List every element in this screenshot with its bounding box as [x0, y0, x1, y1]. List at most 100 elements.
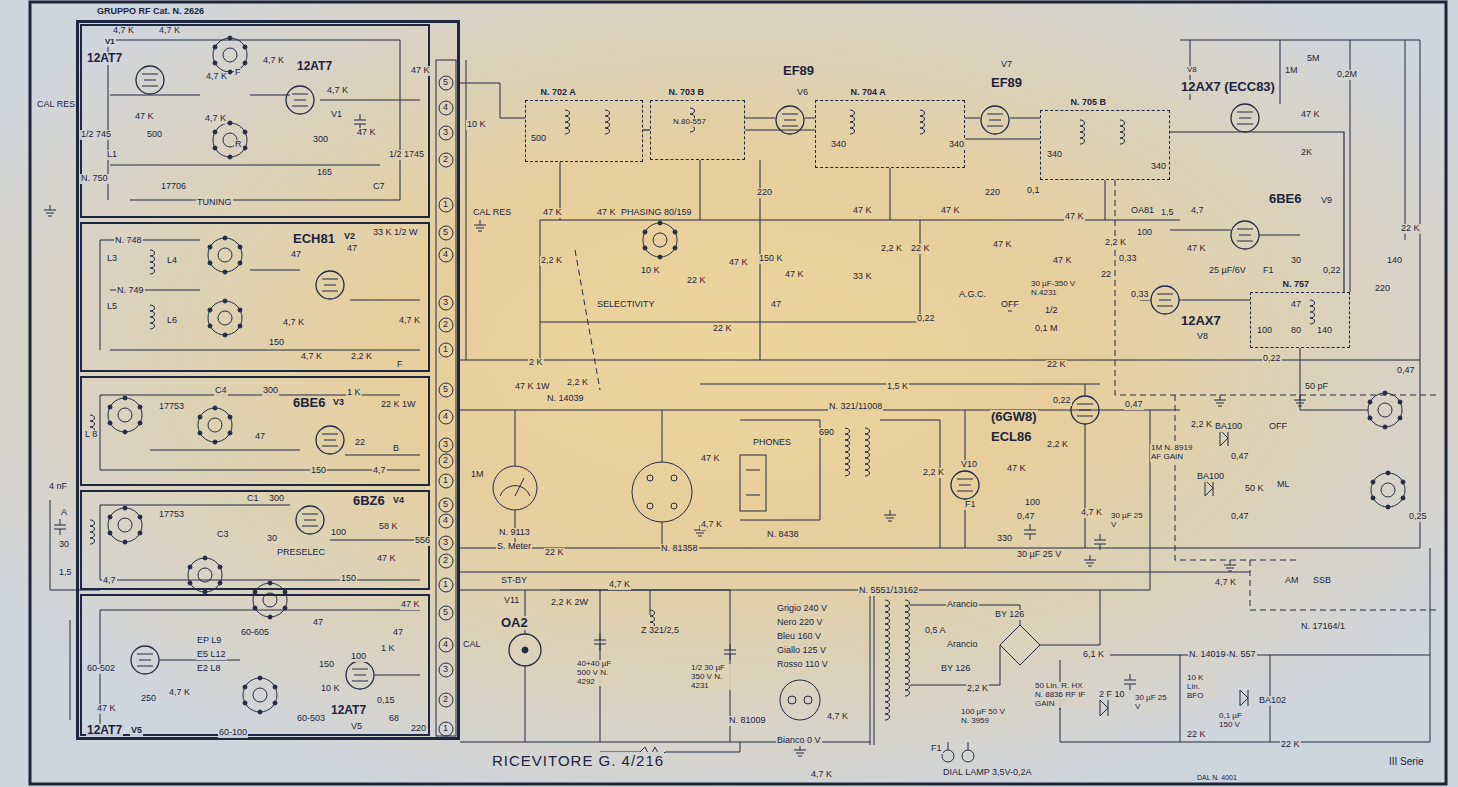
- component-value: 340: [948, 140, 965, 150]
- component-value: 220: [756, 188, 773, 198]
- component-value: N. 748: [114, 236, 143, 246]
- dial-lamp: [962, 750, 974, 762]
- component-value: 140: [1316, 326, 1333, 336]
- component-value: 33 K 1/2 W: [372, 228, 419, 238]
- component-value: 47 K: [356, 128, 377, 138]
- capacitor-symbol: [724, 644, 736, 660]
- component-value: 30: [58, 540, 70, 550]
- connector-strip: [439, 343, 453, 357]
- component-value: Bleu 160 V: [776, 632, 822, 642]
- component-value: N. 321/11008: [828, 402, 883, 412]
- component-value: L5: [106, 302, 118, 312]
- component-value: 150: [340, 574, 357, 584]
- tube-symbol: [316, 271, 344, 299]
- shielded-section: 12AT7V5: [80, 594, 430, 736]
- component-value: 47: [770, 300, 782, 310]
- component-value: A.G.C.: [958, 290, 987, 300]
- component-value: F1: [1262, 266, 1275, 276]
- component-value: BA100: [1214, 422, 1243, 432]
- tube-label: OA2: [500, 616, 529, 630]
- component-value: 150: [318, 660, 335, 670]
- tube-symbol: [1231, 104, 1259, 132]
- component-value: 0,47: [1230, 452, 1250, 462]
- mains-socket: [788, 696, 796, 704]
- component-value: V10: [960, 460, 978, 470]
- component-value: Arancio: [946, 640, 979, 650]
- component-value: 0,22: [916, 314, 936, 324]
- component-value: 300: [262, 386, 279, 396]
- component-value: 1M N. 8919 AF GAIN: [1150, 444, 1202, 462]
- tube-label: V4: [392, 496, 405, 506]
- terminal-number: 4: [442, 103, 449, 113]
- component-value: ML: [1276, 480, 1291, 490]
- tube-symbol: [1231, 221, 1259, 249]
- ground-symbol: [1214, 395, 1226, 406]
- switch-symbol: [208, 299, 242, 337]
- tube-symbol: [296, 506, 324, 534]
- if-transformer-can: N. 702 A: [525, 100, 643, 162]
- connector-strip: [439, 101, 453, 115]
- tube-label: 12AT7: [330, 704, 367, 717]
- connector-strip: [439, 454, 453, 468]
- wire: [870, 595, 874, 745]
- component-value: 68: [388, 714, 400, 724]
- component-value: L4: [166, 256, 178, 266]
- component-value: N. 750: [80, 174, 109, 184]
- component-value: N. 749: [116, 286, 145, 296]
- component-value: 47: [312, 618, 324, 628]
- component-value: 47 K: [1052, 256, 1073, 266]
- component-value: 0,47: [1124, 400, 1144, 410]
- component-value: 30 µF 25 V: [1134, 694, 1172, 712]
- component-value: Z 321/2,5: [640, 626, 680, 636]
- component-value: N. 81009: [728, 716, 767, 726]
- component-value: 60-503: [296, 714, 326, 724]
- component-value: 47 K: [1186, 244, 1207, 254]
- component-value: 22 K 1W: [380, 400, 417, 410]
- connector-strip: [439, 76, 453, 90]
- octal-socket: [647, 503, 653, 509]
- switch-symbol: [198, 406, 232, 444]
- component-value: DAL N. 4001: [1196, 774, 1238, 782]
- component-value: 2,2 K: [1104, 238, 1127, 248]
- wire: [50, 40, 1430, 757]
- connector-strip: [439, 578, 453, 592]
- component-value: F1: [930, 744, 943, 754]
- component-value: 30: [266, 534, 278, 544]
- ground-symbol: [44, 205, 56, 216]
- shielded-section: 6BZ6V4: [80, 490, 430, 590]
- meter-symbol: [500, 478, 530, 496]
- component-value: 4,7: [1190, 206, 1205, 216]
- coil-symbol: [920, 110, 925, 134]
- component-value: 47 K: [400, 600, 421, 610]
- component-value: 10 K: [466, 120, 487, 130]
- terminal-number: 4: [442, 640, 449, 650]
- component-value: 1/2 745: [80, 130, 112, 140]
- connector-strip: [439, 248, 453, 262]
- component-value: PRESELEC: [276, 548, 326, 558]
- connector-strip: [439, 153, 453, 167]
- component-value: 165: [316, 168, 333, 178]
- component-value: 22 K: [1400, 224, 1421, 234]
- component-value: CAL: [462, 640, 482, 650]
- tube-label: EF89: [782, 64, 815, 78]
- octal-socket: [671, 503, 677, 509]
- component-value: S. Meter: [496, 542, 532, 552]
- ground-symbol: [1084, 555, 1096, 566]
- capacitor-symbol: [54, 114, 1136, 710]
- component-value: 47 K: [596, 208, 617, 218]
- component-value: 556: [414, 536, 431, 546]
- component-value: 0,25: [1408, 512, 1428, 522]
- component-value: L 8: [84, 430, 98, 440]
- component-value: 58 K: [378, 522, 399, 532]
- component-value: 1,5: [58, 568, 73, 578]
- signal-wire: [965, 138, 1040, 139]
- component-value: 330: [996, 534, 1013, 544]
- component-value: 0,1 µF 150 V: [1218, 712, 1250, 730]
- diagram-title: RICEVITORE G. 4/216: [492, 752, 664, 769]
- connector-strip: [439, 438, 453, 452]
- component-value: 220: [984, 188, 1001, 198]
- component-value: 340: [1150, 162, 1167, 172]
- component-value: DIAL LAMP 3,5V-0,2A: [942, 768, 1033, 778]
- component-value: AM: [1284, 576, 1300, 586]
- connector-strip: [439, 296, 453, 310]
